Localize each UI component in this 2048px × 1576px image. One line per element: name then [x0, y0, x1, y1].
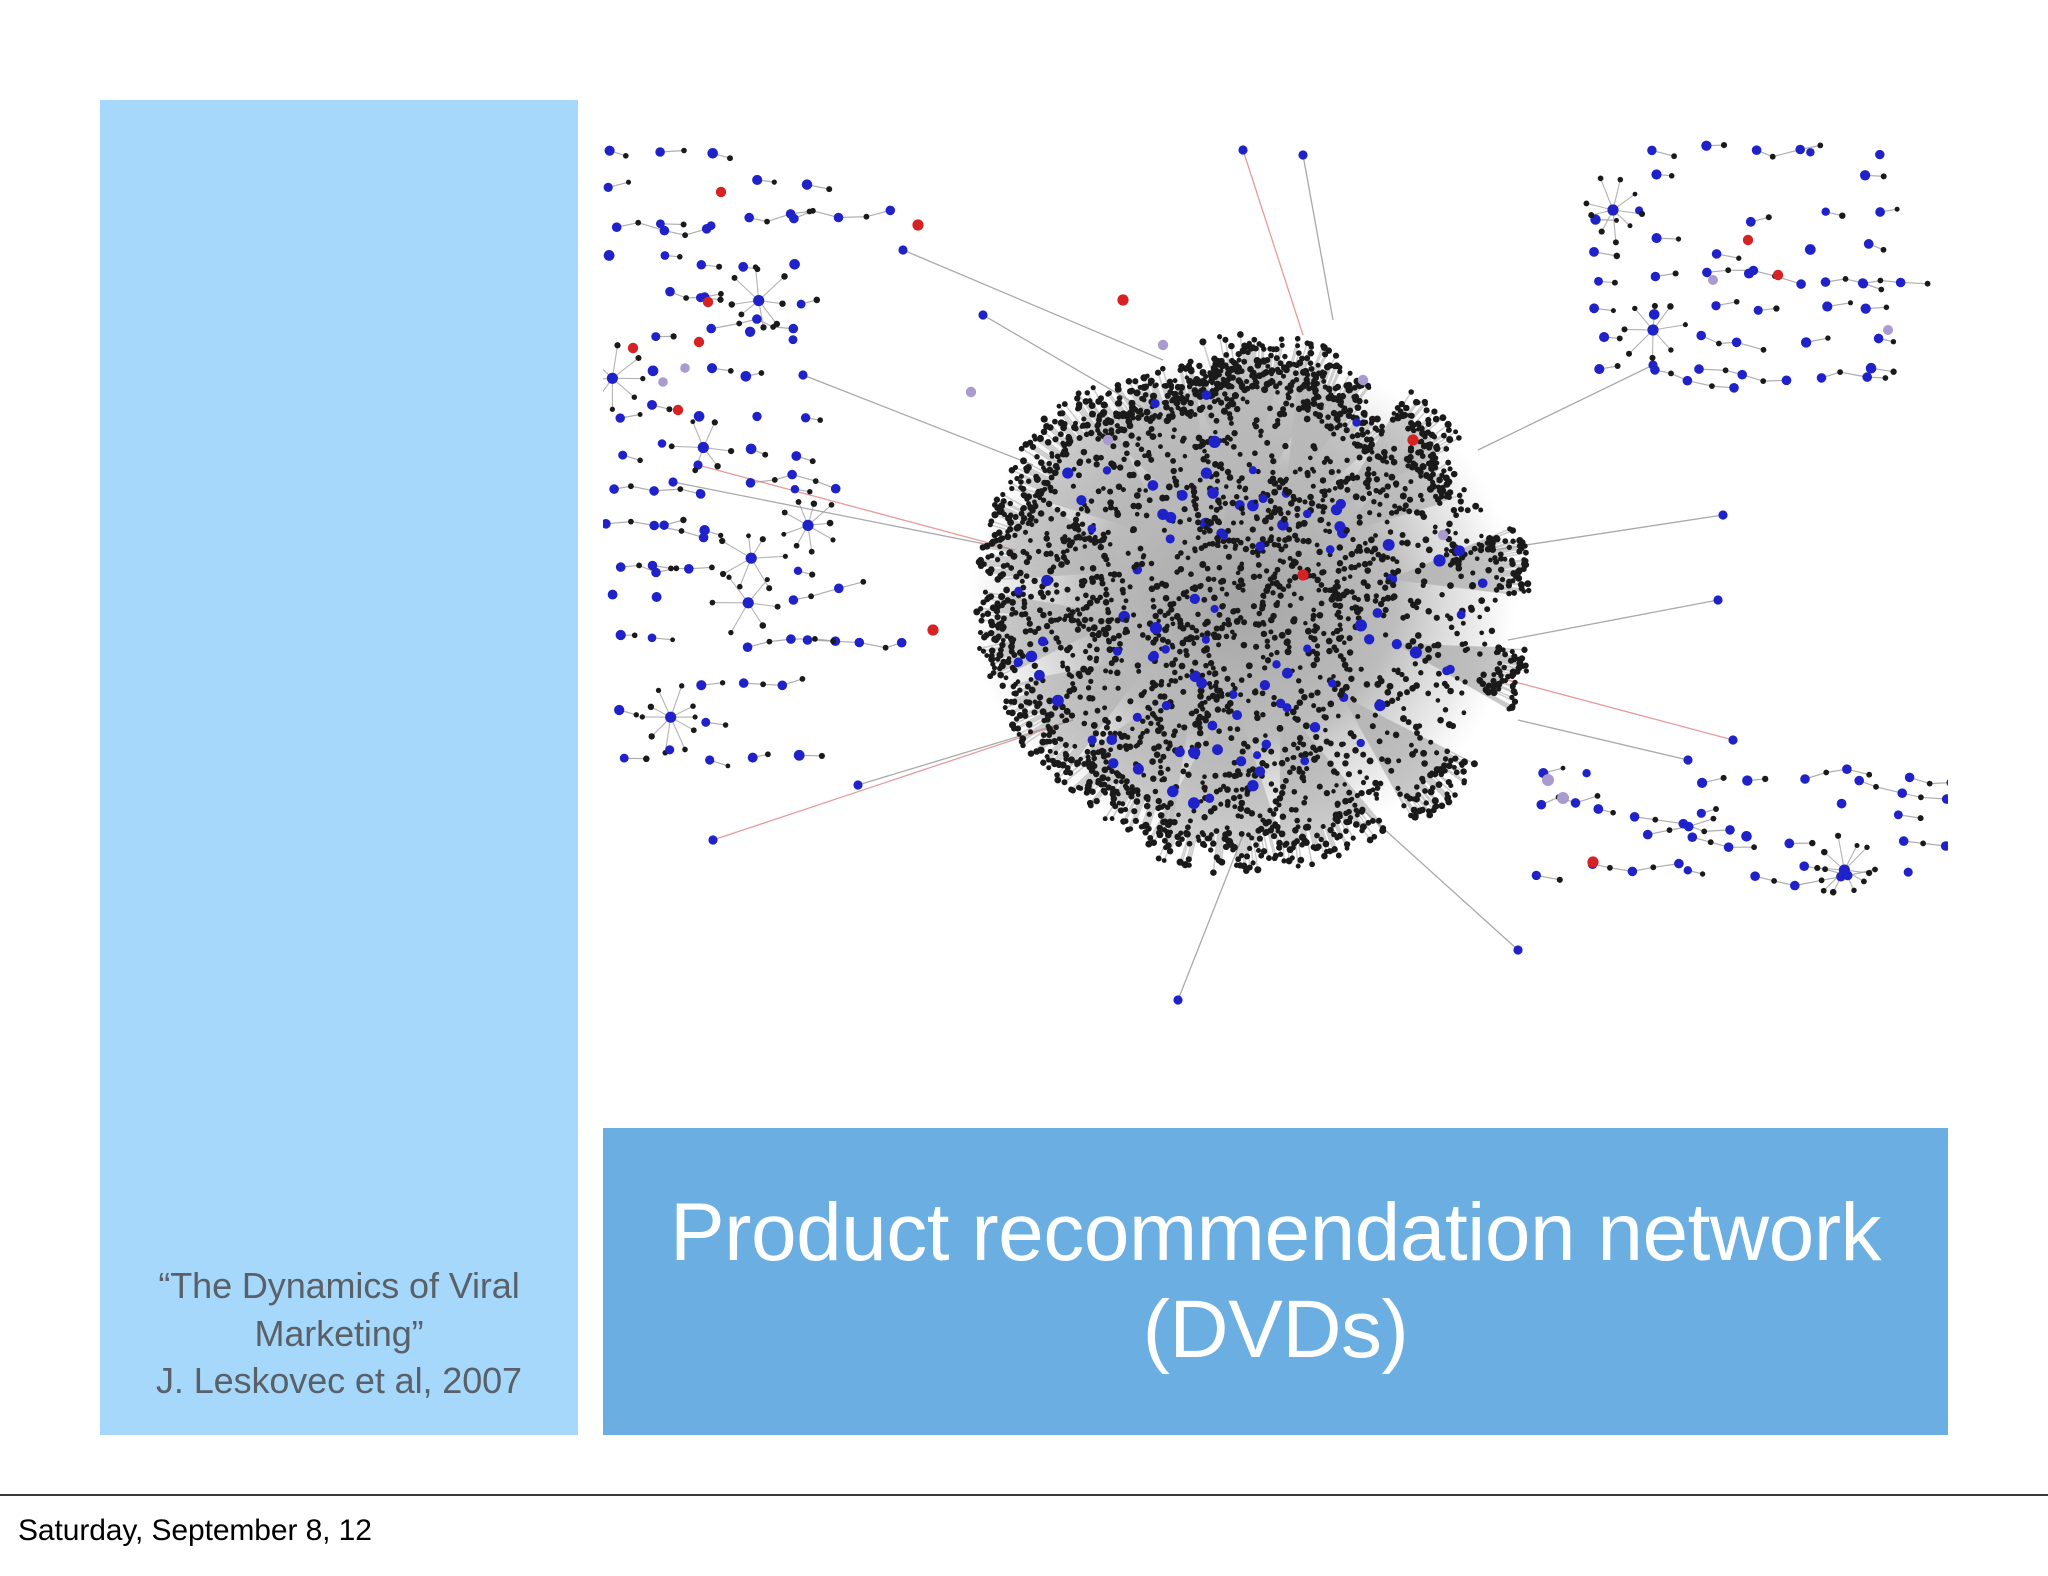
footer-date: Saturday, September 8, 12: [18, 1514, 372, 1547]
slide-canvas: “The Dynamics of Viral Marketing” J. Les…: [100, 100, 1948, 1435]
footer-divider: [0, 1494, 2048, 1496]
network-graph-svg: [603, 120, 1948, 1090]
citation-text: “The Dynamics of Viral Marketing” J. Les…: [156, 1265, 522, 1402]
title-banner: Product recommendation network (DVDs): [603, 1128, 1948, 1435]
page-title: Product recommendation network (DVDs): [669, 1186, 1882, 1375]
network-figure: [603, 120, 1948, 1090]
citation-panel: “The Dynamics of Viral Marketing” J. Les…: [100, 100, 578, 1435]
graph-nodes: [603, 140, 1948, 1005]
footer-bar: [0, 1496, 2048, 1576]
